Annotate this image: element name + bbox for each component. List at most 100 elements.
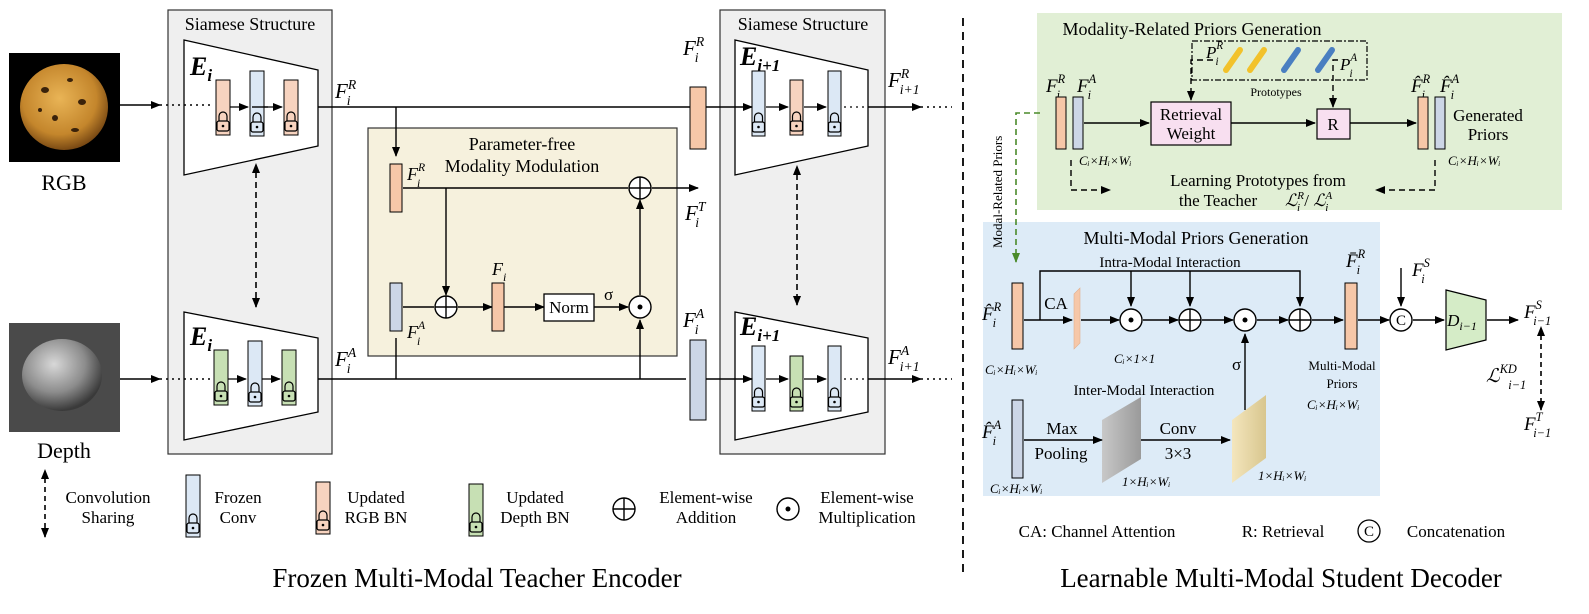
mrpg-box	[1037, 13, 1562, 210]
lock-icon	[471, 512, 481, 522]
legend-add-icon	[612, 497, 636, 521]
legend-depthbn-block	[468, 483, 484, 537]
depth-blob	[22, 339, 102, 411]
learning-prototypes-2: the Teacher	[1179, 191, 1258, 210]
conv-feature	[1232, 395, 1266, 483]
conv-1: Conv	[1160, 419, 1197, 438]
lock-icon	[286, 111, 296, 121]
student-mul-1	[1119, 308, 1143, 332]
pfmm-box	[367, 127, 678, 357]
dim-ca: Cᵢ×1×1	[1114, 351, 1155, 366]
mrpg-in-rgb	[1055, 96, 1067, 150]
concat-operator: C	[1389, 308, 1413, 332]
enc-i1-bottom-frozen-block	[751, 345, 766, 412]
mrpg-out-rgb	[1417, 96, 1429, 150]
legend-depthbn-2: Depth BN	[500, 508, 569, 527]
learning-prototypes-1: Learning Prototypes from	[1170, 171, 1346, 190]
legend-conv-sharing-2: Sharing	[82, 508, 135, 527]
enc-i1-top-frozen-block	[827, 70, 842, 137]
dim-mmpg-depth: Cᵢ×Hᵢ×Wᵢ	[990, 481, 1043, 496]
retrieval-weight-1: Retrieval	[1160, 105, 1223, 124]
feature-bar-depth-teacher	[689, 339, 707, 421]
retrieval-weight-2: Weight	[1167, 124, 1216, 143]
svg-text:C: C	[1396, 313, 1406, 329]
maxpool-feature	[1102, 397, 1141, 483]
depth-label: Depth	[37, 438, 91, 463]
r-box-label: R	[1327, 115, 1339, 134]
enc-i-top-frozen-block	[249, 70, 265, 137]
student-operators: C	[1119, 308, 1413, 332]
dim-mm-priors: Cᵢ×Hᵢ×Wᵢ	[1307, 397, 1360, 412]
mul-operator	[628, 295, 652, 319]
modal-related-priors-label: Modal-Related Priors	[990, 136, 1005, 248]
add-operator-mid	[434, 295, 458, 319]
enc-i1-bottom-depth_bn-block	[789, 355, 804, 412]
generated-priors-1: Generated	[1453, 106, 1523, 125]
mmpg-in-rgb	[1011, 282, 1024, 350]
lock-icon	[829, 112, 840, 122]
mrpg-out-depth	[1434, 96, 1446, 150]
dim-mrpg-in: Cᵢ×Hᵢ×Wᵢ	[1079, 153, 1132, 168]
student-add-1	[1178, 308, 1202, 332]
mrpg-flow	[1070, 59, 1436, 194]
lock-icon	[791, 387, 802, 397]
student-caption: Learnable Multi-Modal Student Decoder	[1060, 563, 1502, 593]
teacher-operators	[434, 176, 652, 319]
dim-conv: 1×Hᵢ×Wᵢ	[1258, 468, 1306, 483]
legend-add-2: Addition	[676, 508, 737, 527]
svg-text:Ei: Ei	[189, 52, 212, 85]
legend-rgbbn-block	[315, 481, 331, 535]
sigma-student: σ	[1232, 355, 1241, 374]
teacher-caption: Frozen Multi-Modal Teacher Encoder	[272, 563, 681, 593]
add-operator-top	[628, 176, 652, 200]
legend-frozen-2: Conv	[220, 508, 257, 527]
legend-concat: Concatenation	[1407, 522, 1506, 541]
mmpg-title: Multi-Modal Priors Generation	[1084, 228, 1309, 248]
lock-icon	[791, 111, 802, 121]
lock-icon	[318, 510, 328, 520]
legend-concat-symbol: C	[1364, 524, 1374, 540]
norm-label: Norm	[549, 298, 589, 317]
student-add-2	[1288, 308, 1312, 332]
enc-i1-top-rgb_bn-block	[789, 79, 804, 136]
lock-icon	[829, 387, 840, 397]
lock-icon	[753, 387, 764, 397]
legend-mul-2: Multiplication	[818, 508, 916, 527]
legend-mul-1: Element-wise	[820, 488, 913, 507]
lock-icon	[218, 111, 228, 121]
maxpool-1: Max	[1046, 419, 1078, 438]
pfmm-fi-bar	[491, 282, 505, 332]
cookie-spots	[38, 78, 86, 132]
legend-conv-sharing-1: Convolution	[65, 488, 151, 507]
legend-r: R: Retrieval	[1242, 522, 1325, 541]
teacher-flow	[120, 101, 952, 383]
dim-mrpg-out: Cᵢ×Hᵢ×Wᵢ	[1448, 153, 1501, 168]
decoder-block	[1445, 289, 1487, 351]
legend: Convolution Sharing Frozen Conv Updated …	[41, 469, 916, 538]
legend-rgbbn-1: Updated	[347, 488, 405, 507]
mmpg-box	[983, 222, 1380, 496]
svg-text:Ei: Ei	[189, 322, 212, 355]
mrpg-title: Modality-Related Priors Generation	[1063, 19, 1322, 39]
mm-priors-1: Multi-Modal	[1308, 358, 1376, 373]
pfmm-title-line2: Modality Modulation	[445, 156, 600, 176]
legend-concat-icon	[1357, 519, 1381, 543]
legend-rgbbn-2: RGB BN	[345, 508, 408, 527]
siamese-title-right: Siamese Structure	[738, 14, 868, 34]
